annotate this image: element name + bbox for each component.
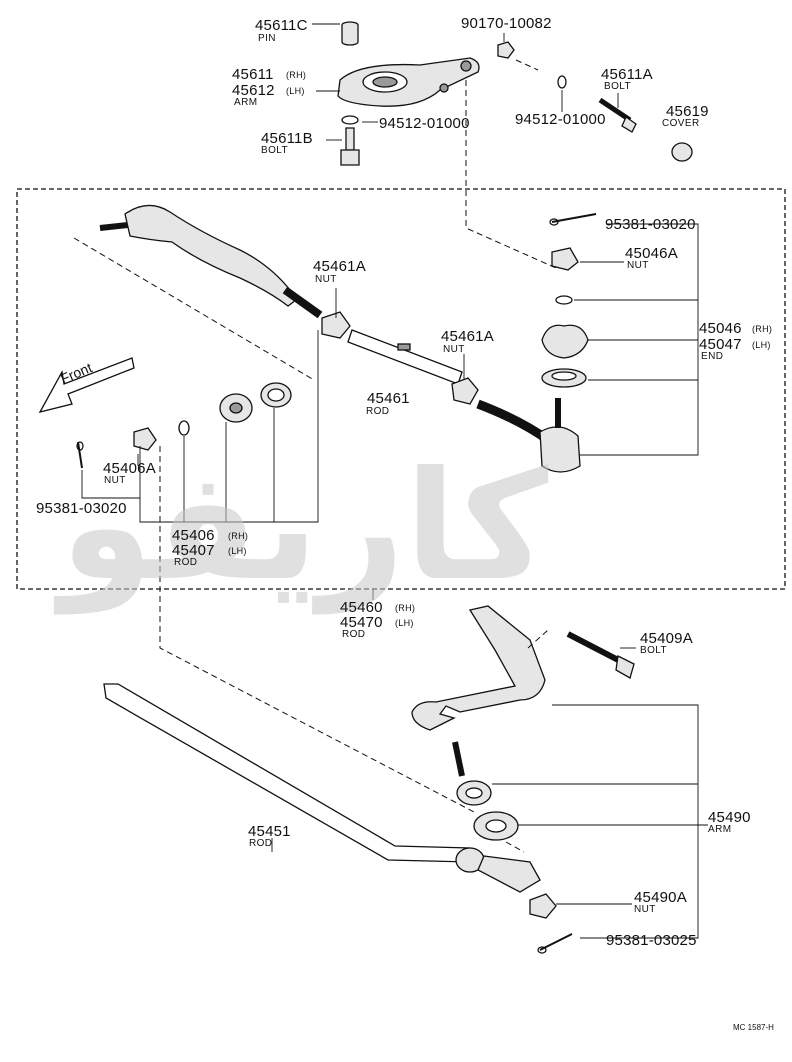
watermark-text: ﻛﺎﺭﻳﻔﻮ xyxy=(60,440,549,614)
nut-45490a-shape xyxy=(529,893,557,919)
label-45406: 45406 xyxy=(172,527,215,544)
label-94512-01000-left: 94512-01000 xyxy=(379,115,470,132)
label-94512-01000-right: 94512-01000 xyxy=(515,111,606,128)
label-45406a: 45406A xyxy=(103,460,156,477)
label-95381-03020-top: 95381-03020 xyxy=(605,216,696,233)
label-45406a-nut: NUT xyxy=(104,475,126,486)
center-rod-45451-shape xyxy=(103,683,541,893)
cotter-pin-95381-top-shape xyxy=(549,213,597,226)
boot-shape xyxy=(541,324,589,359)
label-45407: 45407 xyxy=(172,542,215,559)
label-45451: 45451 xyxy=(248,823,291,840)
label-45611: 45611 xyxy=(232,66,274,83)
label-45612: 45612 xyxy=(232,82,275,99)
label-45460: 45460 xyxy=(340,599,383,616)
label-45461a-upper-nut: NUT xyxy=(315,274,337,285)
label-45619: 45619 xyxy=(666,103,709,120)
label-45490a: 45490A xyxy=(634,889,687,906)
nut-45046a-shape xyxy=(551,247,579,271)
washer-94512-top-shape xyxy=(557,75,567,89)
label-45407-rod: ROD xyxy=(174,557,198,568)
boot-left-shape xyxy=(219,393,253,423)
label-45461-rod: ROD xyxy=(366,406,390,417)
cover-45619-shape xyxy=(671,142,693,162)
label-95381-03020-left: 95381-03020 xyxy=(36,500,127,517)
label-45470: 45470 xyxy=(340,614,383,631)
label-45611a-bolt: BOLT xyxy=(604,81,631,92)
label-45612-lh: (LH) xyxy=(286,86,305,96)
label-45611b: 45611B xyxy=(261,130,313,147)
seal-ring-shape xyxy=(541,368,587,388)
label-45611c: 45611C xyxy=(255,17,308,34)
label-45047-end: END xyxy=(701,351,724,362)
seal-ring-left-shape xyxy=(260,382,292,408)
front-arrow-shape xyxy=(38,357,135,413)
nut-90170-shape xyxy=(497,41,515,59)
pin-45611c-shape xyxy=(341,21,359,46)
label-45406-rh: (RH) xyxy=(228,531,249,541)
idler-arm-45490-shape xyxy=(411,605,546,777)
label-45619-cover: COVER xyxy=(662,118,700,129)
label-45470-rod: ROD xyxy=(342,629,366,640)
label-45046a: 45046A xyxy=(625,245,678,262)
label-90170-10082: 90170-10082 xyxy=(461,15,552,32)
label-45461a-upper: 45461A xyxy=(313,258,366,275)
bolt-45611b-shape xyxy=(340,127,360,166)
label-45490-arm: ARM xyxy=(708,824,732,835)
tie-rod-end-45046-shape xyxy=(476,398,581,473)
label-45409a: 45409A xyxy=(640,630,693,647)
label-45490a-nut: NUT xyxy=(634,904,656,915)
arm-45611-shape xyxy=(337,57,480,107)
label-45611-rh: (RH) xyxy=(286,70,307,80)
label-45451-rod: ROD xyxy=(249,838,273,849)
label-45490: 45490 xyxy=(708,809,751,826)
nut-45461a-right-shape xyxy=(451,377,479,405)
label-45461: 45461 xyxy=(367,390,410,407)
nut-45406a-shape xyxy=(133,427,157,451)
bushing-lower-shape xyxy=(473,811,519,841)
label-95381-03025: 95381-03025 xyxy=(606,932,697,949)
label-45460-rh: (RH) xyxy=(395,603,416,613)
cotter-pin-95381-left-shape xyxy=(76,441,84,469)
washer-small-shape xyxy=(555,295,573,305)
label-45046: 45046 xyxy=(699,320,742,337)
label-45046a-nut: NUT xyxy=(627,260,649,271)
bolt-45611a-shape xyxy=(598,97,637,133)
label-45611a: 45611A xyxy=(601,66,653,83)
label-45409a-bolt: BOLT xyxy=(640,645,667,656)
label-45461a-lower: 45461A xyxy=(441,328,494,345)
label-45612-arm: ARM xyxy=(234,97,258,108)
tie-rod-end-45406-shape xyxy=(99,204,323,319)
washer-left-shape xyxy=(178,420,190,436)
figure-code: MC 1587-H xyxy=(733,1023,774,1032)
label-45611b-bolt: BOLT xyxy=(261,145,288,156)
label-45470-lh: (LH) xyxy=(395,618,414,628)
washer-94512-left-shape xyxy=(341,115,359,125)
bushing-upper-shape xyxy=(456,780,492,806)
tie-rod-assembly-box xyxy=(16,188,786,590)
label-45407-lh: (LH) xyxy=(228,546,247,556)
label-45047: 45047 xyxy=(699,336,742,353)
label-45046-rh: (RH) xyxy=(752,324,773,334)
bolt-45409a-shape xyxy=(566,631,635,679)
cotter-pin-95381-bottom-shape xyxy=(537,933,573,954)
label-45461a-lower-nut: NUT xyxy=(443,344,465,355)
label-45611c-pin: PIN xyxy=(258,33,276,44)
label-45047-lh: (LH) xyxy=(752,340,771,350)
nut-45461a-left-shape xyxy=(321,311,351,339)
